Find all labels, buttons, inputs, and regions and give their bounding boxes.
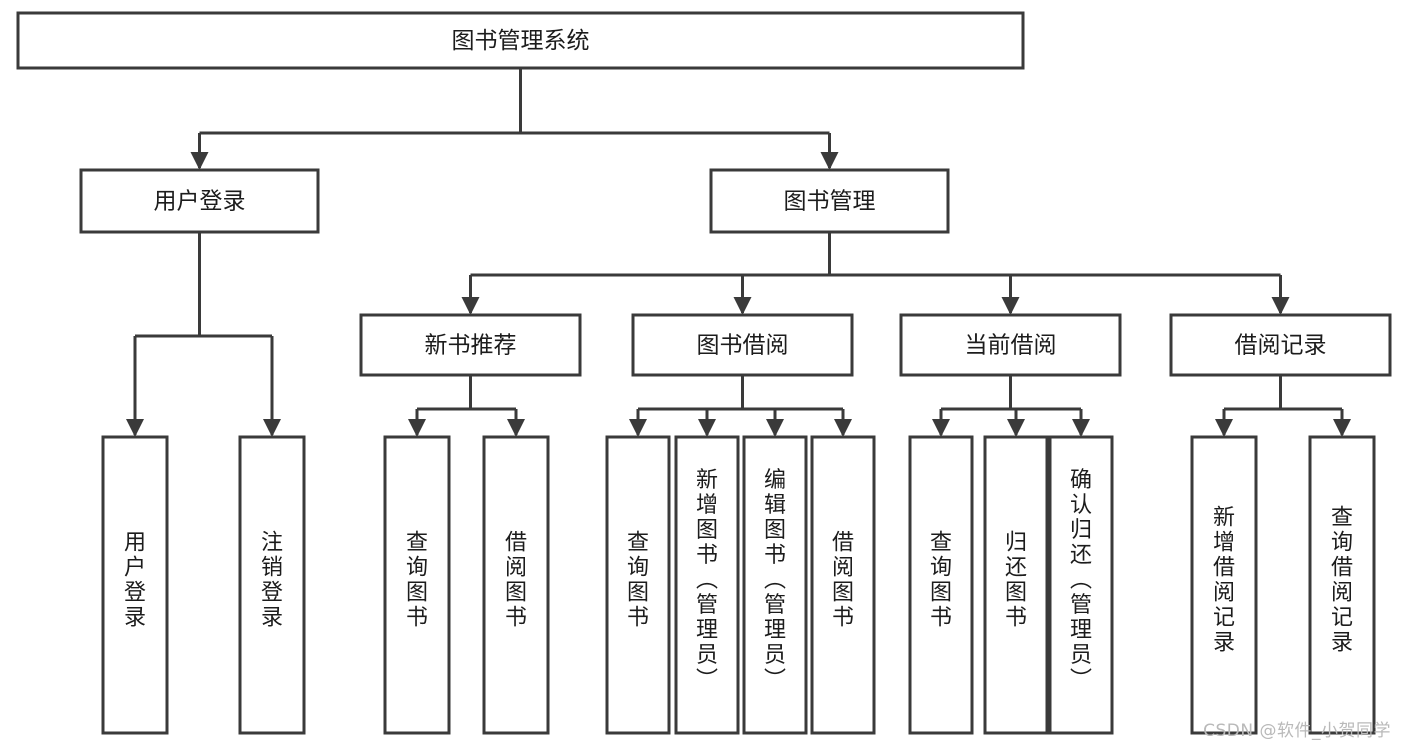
connector-user-login: [126, 232, 281, 437]
connector-current-borrow: [932, 375, 1090, 437]
node-label-leaf-user-login: 用户登录: [124, 531, 146, 631]
node-label-user-login: 用户登录: [154, 189, 246, 215]
node-box-leaf-logout: [238, 435, 306, 735]
node-box-leaf-query-book-2: [605, 435, 671, 735]
node-label-new-book-rec: 新书推荐: [425, 333, 517, 359]
node-label-leaf-query-record: 查询借阅记录: [1331, 506, 1353, 656]
node-label-borrow-record: 借阅记录: [1235, 333, 1327, 359]
node-box-leaf-query-book-1: [383, 435, 451, 735]
node-label-leaf-confirm-return: 确认归还︵管理员︶: [1070, 468, 1092, 693]
node-label-leaf-edit-book: 编辑图书︵管理员︶: [764, 468, 786, 693]
arrow-head-icon: [1001, 297, 1020, 315]
connector-book-manage: [461, 232, 1290, 315]
node-current-borrow[interactable]: 当前借阅: [899, 313, 1122, 377]
node-label-leaf-add-record: 新增借阅记录: [1213, 506, 1235, 656]
arrow-head-icon: [629, 419, 647, 437]
node-box-current-borrow: [899, 313, 1122, 377]
node-label-leaf-borrow-book-2: 借阅图书: [832, 531, 854, 631]
arrow-head-icon: [766, 419, 784, 437]
node-label-leaf-return-book: 归还图书: [1005, 531, 1027, 631]
node-box-leaf-add-record: [1190, 435, 1258, 735]
node-box-leaf-borrow-book-1: [482, 435, 550, 735]
node-box-root: [16, 11, 1025, 70]
node-label-leaf-query-book-3: 查询图书: [930, 531, 952, 631]
arrow-head-icon: [1072, 419, 1090, 437]
node-label-leaf-query-book-2: 查询图书: [627, 531, 649, 631]
node-leaf-add-record[interactable]: 新增借阅记录: [1190, 435, 1258, 735]
node-box-leaf-user-login: [101, 435, 169, 735]
arrow-head-icon: [820, 152, 839, 170]
watermark-label: CSDN @软件_小贺同学: [1203, 721, 1391, 741]
node-box-book-manage: [709, 168, 950, 234]
node-label-leaf-query-book-1: 查询图书: [406, 531, 428, 631]
node-label-leaf-logout: 注销登录: [261, 531, 283, 631]
node-leaf-query-book-1[interactable]: 查询图书: [383, 435, 451, 735]
node-leaf-query-book-3[interactable]: 查询图书: [908, 435, 974, 735]
node-book-borrow[interactable]: 图书借阅: [631, 313, 854, 377]
node-label-book-borrow: 图书借阅: [697, 333, 789, 359]
arrow-head-icon: [1215, 419, 1233, 437]
arrow-head-icon: [461, 297, 480, 315]
node-leaf-borrow-book-2[interactable]: 借阅图书: [810, 435, 876, 735]
node-label-leaf-add-book: 新增图书︵管理员︶: [696, 468, 718, 693]
node-leaf-edit-book[interactable]: 编辑图书︵管理员︶: [742, 435, 808, 735]
node-leaf-borrow-book-1[interactable]: 借阅图书: [482, 435, 550, 735]
node-new-book-rec[interactable]: 新书推荐: [359, 313, 582, 377]
node-box-leaf-query-book-3: [908, 435, 974, 735]
arrow-head-icon: [698, 419, 716, 437]
arrow-head-icon: [408, 419, 426, 437]
connector-borrow-record: [1215, 375, 1351, 437]
arrow-head-icon: [190, 152, 209, 170]
node-label-current-borrow: 当前借阅: [965, 333, 1057, 359]
node-borrow-record[interactable]: 借阅记录: [1169, 313, 1392, 377]
arrow-head-icon: [1271, 297, 1290, 315]
node-root[interactable]: 图书管理系统: [16, 11, 1025, 70]
connector-new-book-rec: [408, 375, 525, 437]
node-box-leaf-add-book: [674, 435, 740, 735]
arrow-head-icon: [1333, 419, 1351, 437]
connector-root: [190, 68, 839, 170]
node-leaf-confirm-return[interactable]: 确认归还︵管理员︶: [1048, 435, 1114, 735]
node-box-borrow-record: [1169, 313, 1392, 377]
node-box-leaf-edit-book: [742, 435, 808, 735]
arrow-head-icon: [834, 419, 852, 437]
node-leaf-user-login[interactable]: 用户登录: [101, 435, 169, 735]
node-box-leaf-borrow-book-2: [810, 435, 876, 735]
node-label-root: 图书管理系统: [452, 28, 590, 54]
connector-book-borrow: [629, 375, 852, 437]
node-box-leaf-query-record: [1308, 435, 1376, 735]
arrow-head-icon: [1007, 419, 1025, 437]
node-leaf-return-book[interactable]: 归还图书: [983, 435, 1049, 735]
arrow-head-icon: [507, 419, 525, 437]
node-box-leaf-confirm-return: [1048, 435, 1114, 735]
node-leaf-logout[interactable]: 注销登录: [238, 435, 306, 735]
arrow-head-icon: [126, 419, 144, 437]
node-layer: 图书管理系统用户登录图书管理新书推荐图书借阅当前借阅借阅记录用户登录注销登录查询…: [16, 11, 1392, 735]
node-box-leaf-return-book: [983, 435, 1049, 735]
node-box-user-login: [79, 168, 320, 234]
node-leaf-add-book[interactable]: 新增图书︵管理员︶: [674, 435, 740, 735]
connector-layer: [126, 68, 1351, 437]
node-label-leaf-borrow-book-1: 借阅图书: [505, 531, 527, 631]
node-box-book-borrow: [631, 313, 854, 377]
arrow-head-icon: [263, 419, 281, 437]
node-book-manage[interactable]: 图书管理: [709, 168, 950, 234]
node-box-new-book-rec: [359, 313, 582, 377]
node-user-login[interactable]: 用户登录: [79, 168, 320, 234]
node-label-book-manage: 图书管理: [784, 189, 876, 215]
arrow-head-icon: [733, 297, 752, 315]
node-leaf-query-book-2[interactable]: 查询图书: [605, 435, 671, 735]
node-leaf-query-record[interactable]: 查询借阅记录: [1308, 435, 1376, 735]
arrow-head-icon: [932, 419, 950, 437]
